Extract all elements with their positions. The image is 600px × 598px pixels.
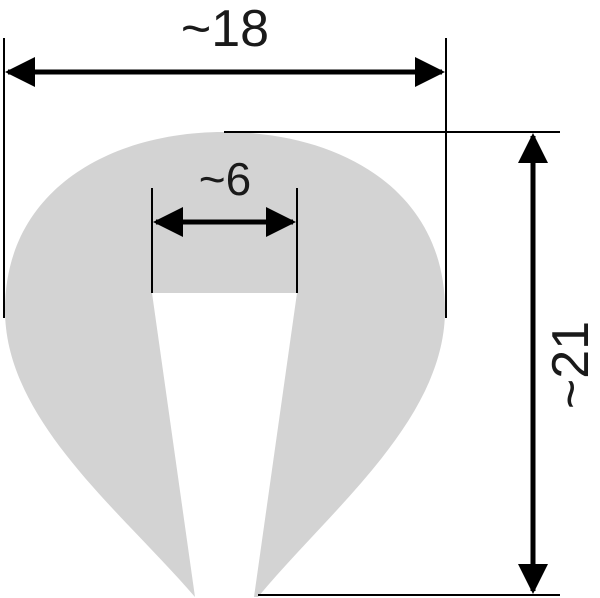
- width-dimension-label: ~18: [181, 0, 269, 58]
- height-dimension-label: ~21: [542, 321, 600, 409]
- seal-profile-shape: [5, 132, 445, 597]
- gap-dimension-label: ~6: [199, 153, 251, 205]
- gap-dimension: ~6: [151, 153, 298, 293]
- width-dimension: ~18: [3, 0, 447, 318]
- height-dimension: ~21: [224, 131, 600, 596]
